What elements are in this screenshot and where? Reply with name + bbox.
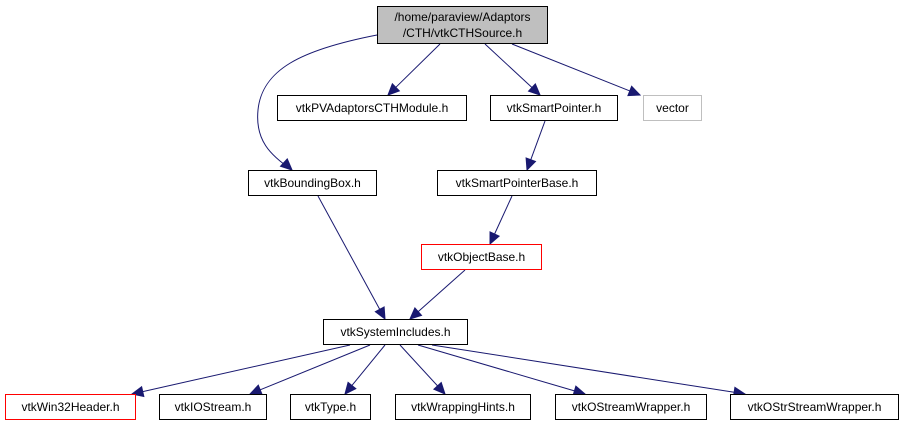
node-label: vtkBoundingBox.h: [264, 176, 361, 190]
edge-sysincludes-to-wraphints: [399, 344, 438, 387]
edge-smartptr-to-smartptrbase: [530, 120, 546, 160]
node-vtkcthsource[interactable]: /home/paraview/Adaptors /CTH/vtkCTHSourc…: [377, 6, 548, 44]
edge-root-to-bbox-arrowhead: [279, 157, 293, 171]
node-label: vtkWrappingHints.h: [411, 400, 515, 414]
node-label: vtkType.h: [304, 400, 357, 414]
edge-smartptrbase-to-objectbase-arrowhead: [489, 231, 501, 246]
node-label: vtkSystemIncludes.h: [340, 325, 451, 339]
edge-objectbase-to-sysincludes: [417, 269, 466, 313]
node-label: vtkOStreamWrapper.h: [571, 400, 691, 414]
node-vtksystemincludes[interactable]: vtkSystemIncludes.h: [323, 319, 468, 345]
node-vtkiostream[interactable]: vtkIOStream.h: [159, 394, 267, 420]
node-vtkobjectbase[interactable]: vtkObjectBase.h: [421, 244, 542, 270]
node-vector[interactable]: vector: [643, 95, 702, 121]
edge-sysincludes-to-win32: [142, 344, 351, 393]
node-label: vtkIOStream.h: [174, 400, 252, 414]
node-vtksmartpointerbase[interactable]: vtkSmartPointerBase.h: [437, 170, 597, 196]
node-vtkostrstreamwrapper[interactable]: vtkOStrStreamWrapper.h: [730, 394, 899, 420]
node-label: vtkWin32Header.h: [21, 400, 120, 414]
edge-objectbase-to-sysincludes-arrowhead: [409, 307, 423, 320]
edge-smartptr-to-smartptrbase-arrowhead: [525, 157, 537, 172]
node-vtksmartpointer[interactable]: vtkSmartPointer.h: [490, 95, 618, 121]
edge-bbox-to-sysincludes-arrowhead: [374, 306, 386, 321]
edge-root-to-vector-arrowhead: [627, 85, 642, 97]
edge-root-to-pvmodule-arrowhead: [387, 82, 401, 96]
node-vtkwrappinghints[interactable]: vtkWrappingHints.h: [395, 394, 531, 420]
node-label: vtkOStrStreamWrapper.h: [747, 400, 882, 414]
node-vtktype[interactable]: vtkType.h: [290, 394, 371, 420]
node-label: vtkObjectBase.h: [437, 250, 526, 264]
node-label: vtkSmartPointer.h: [506, 101, 602, 115]
node-label: vtkSmartPointerBase.h: [455, 176, 579, 190]
edge-root-to-smartptr-arrowhead: [527, 82, 541, 96]
edge-sysincludes-to-type-arrowhead: [344, 381, 357, 395]
edge-root-to-smartptr: [484, 43, 533, 88]
edge-root-to-vector: [511, 43, 630, 92]
edge-smartptrbase-to-objectbase: [494, 195, 513, 235]
node-label: vector: [656, 101, 689, 115]
edge-root-to-bbox: [257, 34, 378, 171]
node-label: vtkPVAdaptorsCTHModule.h: [295, 101, 449, 115]
node-vtkpvadaptorscthmodule[interactable]: vtkPVAdaptorsCTHModule.h: [277, 95, 467, 121]
edge-sysincludes-to-wraphints-arrowhead: [432, 381, 446, 395]
node-vtkboundingbox[interactable]: vtkBoundingBox.h: [248, 170, 377, 196]
node-label-line-2: /CTH/vtkCTHSource.h: [402, 26, 523, 40]
edge-sysincludes-to-ostrstreamwrap: [431, 344, 735, 393]
node-vtkostreamwrapper[interactable]: vtkOStreamWrapper.h: [555, 394, 707, 420]
edge-sysincludes-to-type: [351, 344, 386, 386]
edge-sysincludes-to-ostreamwrap: [417, 344, 575, 392]
node-vtkwin32header[interactable]: vtkWin32Header.h: [5, 394, 136, 420]
edge-bbox-to-sysincludes: [317, 195, 381, 310]
node-label-line-1: /home/paraview/Adaptors: [394, 10, 531, 24]
edge-sysincludes-to-iostream: [259, 344, 371, 391]
edge-root-to-pvmodule: [395, 43, 441, 88]
